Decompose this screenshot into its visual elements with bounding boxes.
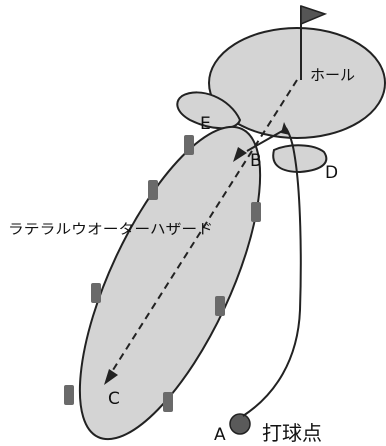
hazard-stake (215, 296, 225, 316)
line-b-to-entry (246, 129, 285, 152)
hazard-stake (64, 385, 74, 405)
area-d (272, 144, 328, 174)
label-b: B (250, 151, 262, 171)
flight-arrowhead (281, 122, 290, 135)
label-c: C (108, 389, 120, 409)
hazard-stake (251, 202, 261, 222)
hole-label: ホール (310, 66, 355, 84)
label-d: D (325, 163, 338, 183)
flag-icon (300, 4, 328, 26)
label-a: A (214, 425, 226, 445)
ball-flight-path (242, 127, 302, 417)
hazard-stake (91, 283, 101, 303)
green-area (208, 27, 386, 139)
hazard-label: ラテラルウオーターハザード (8, 222, 213, 238)
hazard-stakes (64, 135, 261, 412)
arrowhead-at-b (233, 147, 247, 162)
hazard-stake (163, 392, 173, 412)
ball-at-a (229, 413, 251, 435)
arrowhead-at-c (104, 369, 118, 385)
hazard-stake (184, 135, 194, 155)
hazard-stake (148, 180, 158, 200)
label-e: E (200, 114, 211, 134)
tee-point-label: 打球点 (262, 421, 322, 445)
